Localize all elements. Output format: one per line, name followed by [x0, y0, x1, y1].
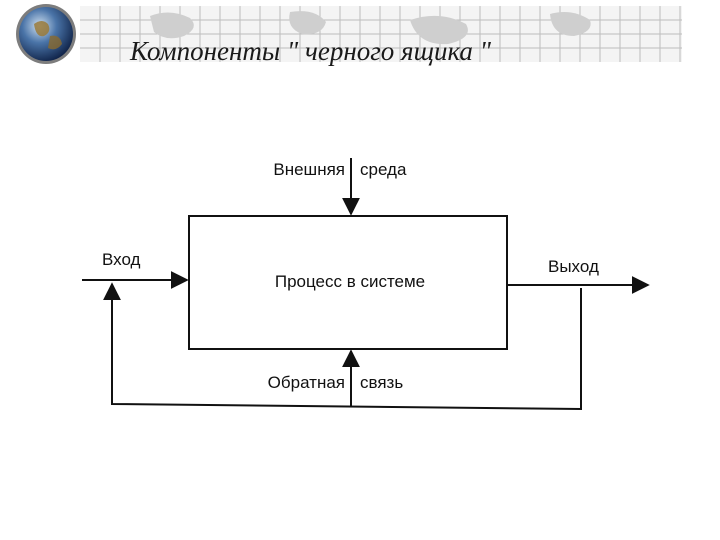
external-env-label-right: среда [360, 160, 407, 179]
slide-title: Компоненты " черного ящика " [130, 36, 492, 66]
globe-icon [14, 2, 78, 66]
process-box [188, 215, 508, 350]
header-band [80, 6, 682, 62]
input-label: Вход [102, 250, 141, 269]
feedback-label-left: Обратная [268, 373, 345, 392]
map-grid-background [80, 6, 682, 62]
process-label: Процесс в системе [275, 272, 425, 291]
output-label: Выход [548, 257, 599, 276]
external-env-label-left: Внешняя [273, 160, 345, 179]
feedback-label-right: связь [360, 373, 403, 392]
feedback-loop-line [111, 288, 582, 411]
